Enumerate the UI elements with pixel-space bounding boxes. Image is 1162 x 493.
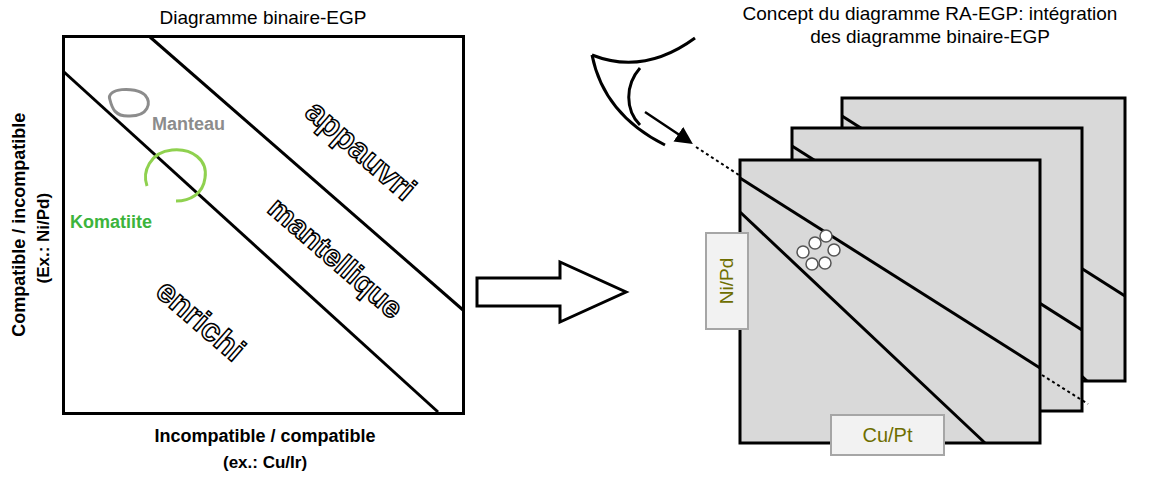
komatiite-label: Komatiite (70, 212, 152, 233)
axis-ratio-box: Cu/Pt (830, 414, 945, 456)
axis-title: Incompatible / compatible (155, 426, 376, 448)
axis-ratio-label: Cu/Pt (863, 424, 913, 447)
sample-point (797, 246, 809, 258)
sample-point (809, 237, 821, 249)
sample-point (806, 258, 818, 270)
field-label: enrichi (148, 272, 251, 369)
view-arrow (645, 112, 690, 142)
eye-symbol (629, 68, 640, 125)
field-label: mantellique (261, 190, 409, 325)
view-axis (696, 147, 742, 177)
komatiite-field (146, 150, 206, 201)
block-arrow (477, 262, 626, 322)
axis-title: Compatible / incompatible (9, 113, 31, 337)
field-boundary (740, 178, 1040, 368)
mantle-field (109, 89, 148, 116)
panel-title: Diagramme binaire-EGP (160, 7, 367, 30)
axis-example: (Ex.: Ni/Pd) (34, 193, 54, 284)
axis-ratio-box: Ni/Pd (705, 232, 749, 330)
panel-title: Concept du diagramme RA-EGP: intégration… (743, 3, 1118, 49)
sample-point (820, 230, 832, 242)
field-boundary (64, 72, 438, 412)
field-label: appauvri (298, 92, 423, 207)
field-boundary (740, 212, 985, 443)
axis-example: (ex.: Cu/Ir) (223, 453, 307, 473)
stacked-diagram (740, 160, 1040, 443)
plot-frame: ManteauKomatiite appauvrimantelliqueenric… (62, 35, 465, 415)
sample-point (819, 257, 831, 269)
mantle-label: Manteau (152, 114, 225, 135)
sample-point (828, 244, 840, 256)
view-axis (1042, 375, 1088, 404)
axis-ratio-label: Ni/Pd (716, 258, 738, 304)
eye-symbol (592, 38, 695, 62)
field-boundary (150, 37, 463, 310)
eye-symbol (592, 55, 665, 145)
